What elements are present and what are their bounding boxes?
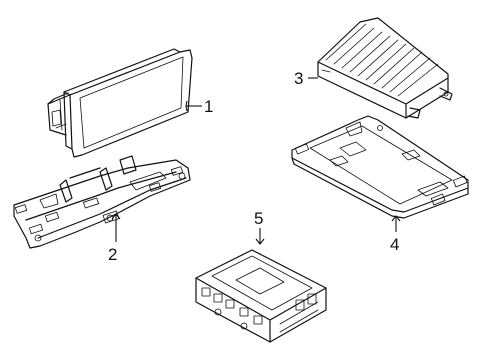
callout-5: 5 bbox=[254, 209, 263, 228]
callout-1: 1 bbox=[204, 97, 213, 116]
callout-3: 3 bbox=[294, 69, 303, 88]
part-3-module bbox=[317, 17, 453, 119]
callout-2: 2 bbox=[108, 245, 117, 264]
part-5-radio bbox=[195, 249, 327, 343]
part-4-tray bbox=[291, 115, 469, 219]
part-1-display bbox=[47, 48, 193, 158]
leader-lines bbox=[111, 77, 401, 245]
callout-4: 4 bbox=[390, 235, 399, 254]
part-2-bracket bbox=[13, 155, 191, 249]
